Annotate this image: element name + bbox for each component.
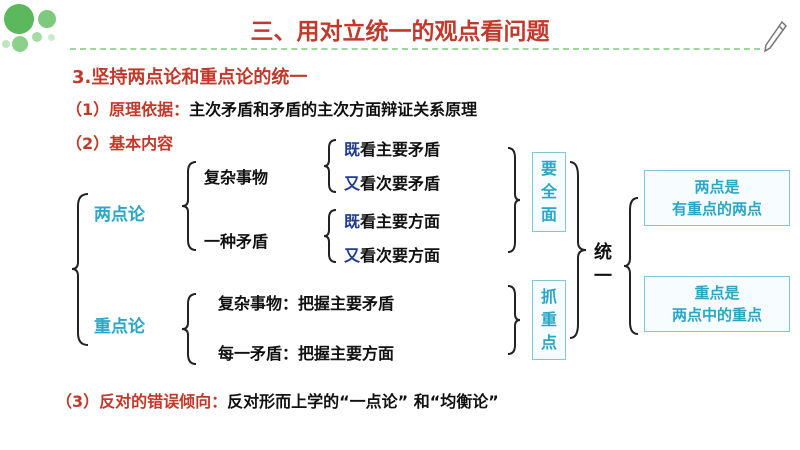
a-contradiction-line1: 既看主要方面 [344,212,441,231]
complex-things-line1: 既看主要矛盾 [344,140,441,159]
item1-label: （1）原理依据： [66,100,190,119]
unity-char1: 统 [594,242,612,263]
item3-label: （3）反对的错误倾向： [56,392,228,411]
decor-dot-medium [38,10,56,28]
complex-things-label: 复杂事物 [204,168,269,187]
a-contradiction-label: 一种矛盾 [204,232,269,251]
item2-label: （2）基本内容 [66,134,174,153]
box-comprehensive: 要 全 面 [532,152,566,232]
brace-main-left [71,193,89,346]
prefix-ji: 既 [344,212,361,231]
key-point-line2: 每一矛盾：把握主要方面 [218,344,395,363]
brace-unity-split [623,197,639,335]
key-point-line1: 复杂事物：把握主要矛盾 [218,294,395,313]
item1-row: （1）原理依据：主次矛盾和矛盾的主次方面辩证关系原理 [66,96,477,120]
prefix-ji: 既 [344,140,361,159]
section-heading: 3.坚持两点论和重点论的统一 [72,67,308,88]
prefix-you: 又 [344,246,361,265]
decor-dot-tiny [48,34,55,41]
a-contradiction-line2: 又看次要方面 [344,246,441,265]
brace-right-lower [507,285,521,355]
decor-dot-medium-2 [12,36,28,52]
pencil-icon [763,20,787,53]
brace-key-point [181,293,197,365]
decor-dot-small [32,32,42,42]
item3-row: （3）反对的错误倾向：反对形而上学的“一点论” 和“均衡论” [56,388,499,412]
title-underline [70,48,760,50]
decor-dot-large [4,4,34,34]
brace-complex-things [323,139,337,193]
brace-two-point [181,161,197,251]
brace-unity-merge [569,161,587,339]
unity-char2: 一 [594,266,612,287]
decor-dot-small-2 [2,40,10,48]
box-two-point-summary: 两点是 有重点的两点 [644,170,790,226]
prefix-you: 又 [344,174,361,193]
complex-things-line2: 又看次要矛盾 [344,174,441,193]
brace-a-contradiction [323,209,337,263]
box-key-point-summary: 重点是 两点中的重点 [644,276,790,332]
key-point-label: 重点论 [94,317,145,337]
box-focus: 抓 重 点 [532,280,566,360]
item1-text: 主次矛盾和矛盾的主次方面辩证关系原理 [189,100,478,119]
page-title: 三、用对立统一的观点看问题 [250,19,550,45]
two-point-label: 两点论 [94,205,145,225]
item3-text: 反对形而上学的“一点论” 和“均衡论” [227,392,499,411]
brace-right-upper [507,147,521,253]
